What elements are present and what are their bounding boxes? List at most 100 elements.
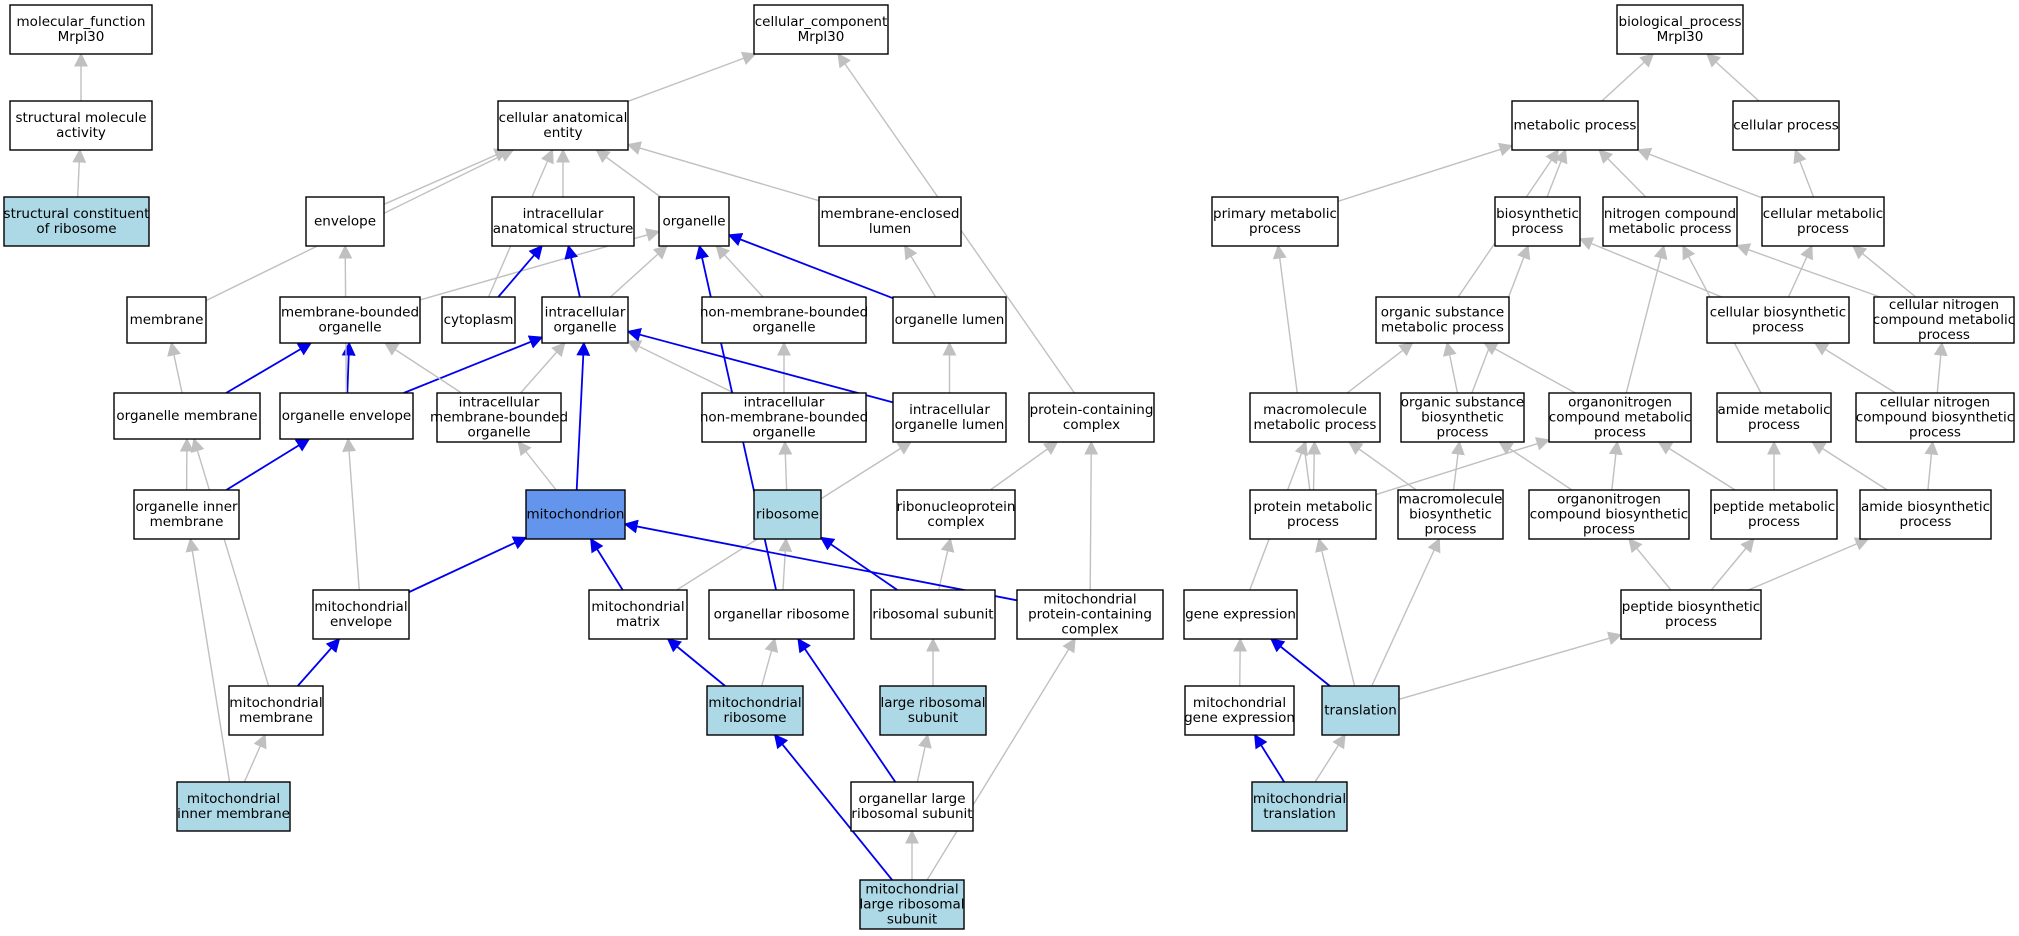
node-metp[interactable]: metabolic process <box>1511 100 1639 151</box>
node-org[interactable]: organelle <box>658 196 730 247</box>
node-box <box>1494 196 1581 247</box>
node-box <box>708 589 855 640</box>
node-label: compound biosynthetic <box>1856 410 2014 426</box>
node-label: non-membrane-bounded <box>700 410 868 426</box>
node-label: organelle <box>752 425 815 441</box>
edge-oim-to-oe <box>225 438 311 491</box>
node-box <box>1016 589 1164 640</box>
node-oe[interactable]: organelle envelope <box>279 392 414 440</box>
node-label: primary metabolic <box>1213 206 1337 222</box>
node-rsub[interactable]: ribosomal subunit <box>870 589 996 640</box>
node-mem[interactable]: membrane <box>126 296 207 344</box>
node-mito[interactable]: mitochondrion <box>525 489 626 540</box>
edge-mmem-to-menv <box>297 637 341 687</box>
node-cyt[interactable]: cytoplasm <box>441 296 516 344</box>
edge-trans-to-macbp <box>1371 537 1441 687</box>
node-trans[interactable]: translation <box>1321 685 1400 736</box>
node-cellp[interactable]: cellular process <box>1732 100 1840 151</box>
node-label: of ribosome <box>36 221 116 237</box>
edge-nmbo-to-org <box>715 244 764 298</box>
edge-om-to-mbo <box>225 342 313 394</box>
edge-pepmp-to-oncmp <box>1657 441 1736 491</box>
edge-cyt-to-ias <box>497 244 543 298</box>
edge-pepbp-to-oncbp <box>1628 537 1672 591</box>
node-box <box>1251 781 1348 832</box>
node-label: process <box>1900 514 1952 530</box>
node-ge[interactable]: gene expression <box>1183 589 1298 640</box>
edge-ribo-to-inmbo <box>778 440 793 491</box>
node-label: organelle <box>662 214 725 230</box>
node-label: Mrpl30 <box>58 29 105 45</box>
edge-cncbp-to-cncmp <box>1933 341 1948 394</box>
node-label: organelle lumen <box>895 417 1005 433</box>
node-oribo[interactable]: organellar ribosome <box>708 589 855 640</box>
edge-mlrs-to-mpcc <box>926 637 1076 881</box>
edge-pepbp-to-abp <box>1748 537 1870 591</box>
node-label: organelle envelope <box>282 408 411 424</box>
node-box <box>588 589 688 640</box>
node-om[interactable]: organelle membrane <box>113 392 261 440</box>
node-label: amide biosynthetic <box>1861 499 1990 515</box>
node-label: metabolic process <box>1381 320 1504 336</box>
node-label: nitrogen compound <box>1604 206 1736 222</box>
node-label: organelle <box>752 320 815 336</box>
node-env[interactable]: envelope <box>305 196 385 247</box>
node-box <box>1183 589 1298 640</box>
edge-abp-to-cncbp <box>1924 440 1939 491</box>
node-inmbo[interactable]: intracellularnon-membrane-boundedorganel… <box>700 392 868 443</box>
node-ribo[interactable]: ribosome <box>753 489 822 540</box>
node-label: entity <box>543 125 582 141</box>
node-box <box>1548 392 1692 443</box>
edge-layer <box>72 51 1948 881</box>
node-label: cellular nitrogen <box>1889 297 1999 313</box>
node-label: process <box>1918 327 1970 343</box>
node-ol[interactable]: organelle lumen <box>892 296 1007 344</box>
